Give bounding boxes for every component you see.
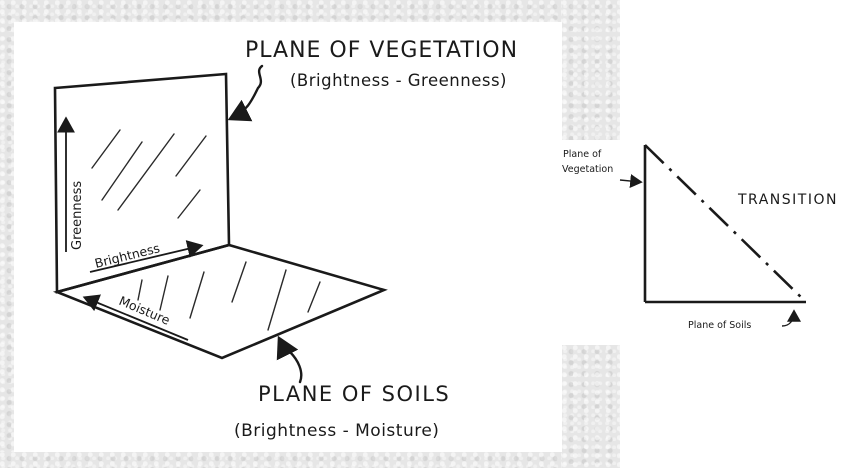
plane-of-vegetation-pointer-arrow: [619, 174, 643, 188]
plane-of-soils-pointer-arrow: [781, 309, 801, 327]
sketch-paper: [14, 22, 562, 452]
plane-of-vegetation-label-line2: Vegetation: [562, 164, 613, 175]
soils-plane-title: PLANE OF SOILS: [258, 382, 450, 406]
transition-dashed-line: [644, 144, 807, 303]
vegetation-plane-title: PLANE OF VEGETATION: [245, 38, 518, 63]
plane-of-vegetation-label-line1: Plane of: [563, 149, 602, 160]
soils-plane-subtitle: (Brightness - Moisture): [234, 421, 439, 441]
vegetation-pointer-arrow: [227, 64, 264, 122]
plane-of-soils-label: Plane of Soils: [688, 320, 751, 331]
soils-plane-hatching: [137, 261, 321, 331]
greenness-axis-label: Greenness: [70, 181, 85, 250]
background-texture-left: [0, 0, 14, 468]
background-texture-bottom: [0, 452, 620, 468]
soils-plane: [52, 243, 388, 360]
vegetation-plane-hatching: [91, 129, 207, 219]
transition-label: TRANSITION: [737, 192, 838, 208]
background-texture-right-lower: [562, 345, 620, 468]
vegetation-plane-subtitle: (Brightness - Greenness): [290, 71, 507, 90]
moisture-axis-arrow: [82, 294, 189, 341]
soils-pointer-arrow: [276, 335, 303, 384]
background-texture-top: [0, 0, 620, 22]
brightness-axis-arrow: [89, 240, 204, 273]
background-texture-right-upper: [562, 0, 620, 140]
